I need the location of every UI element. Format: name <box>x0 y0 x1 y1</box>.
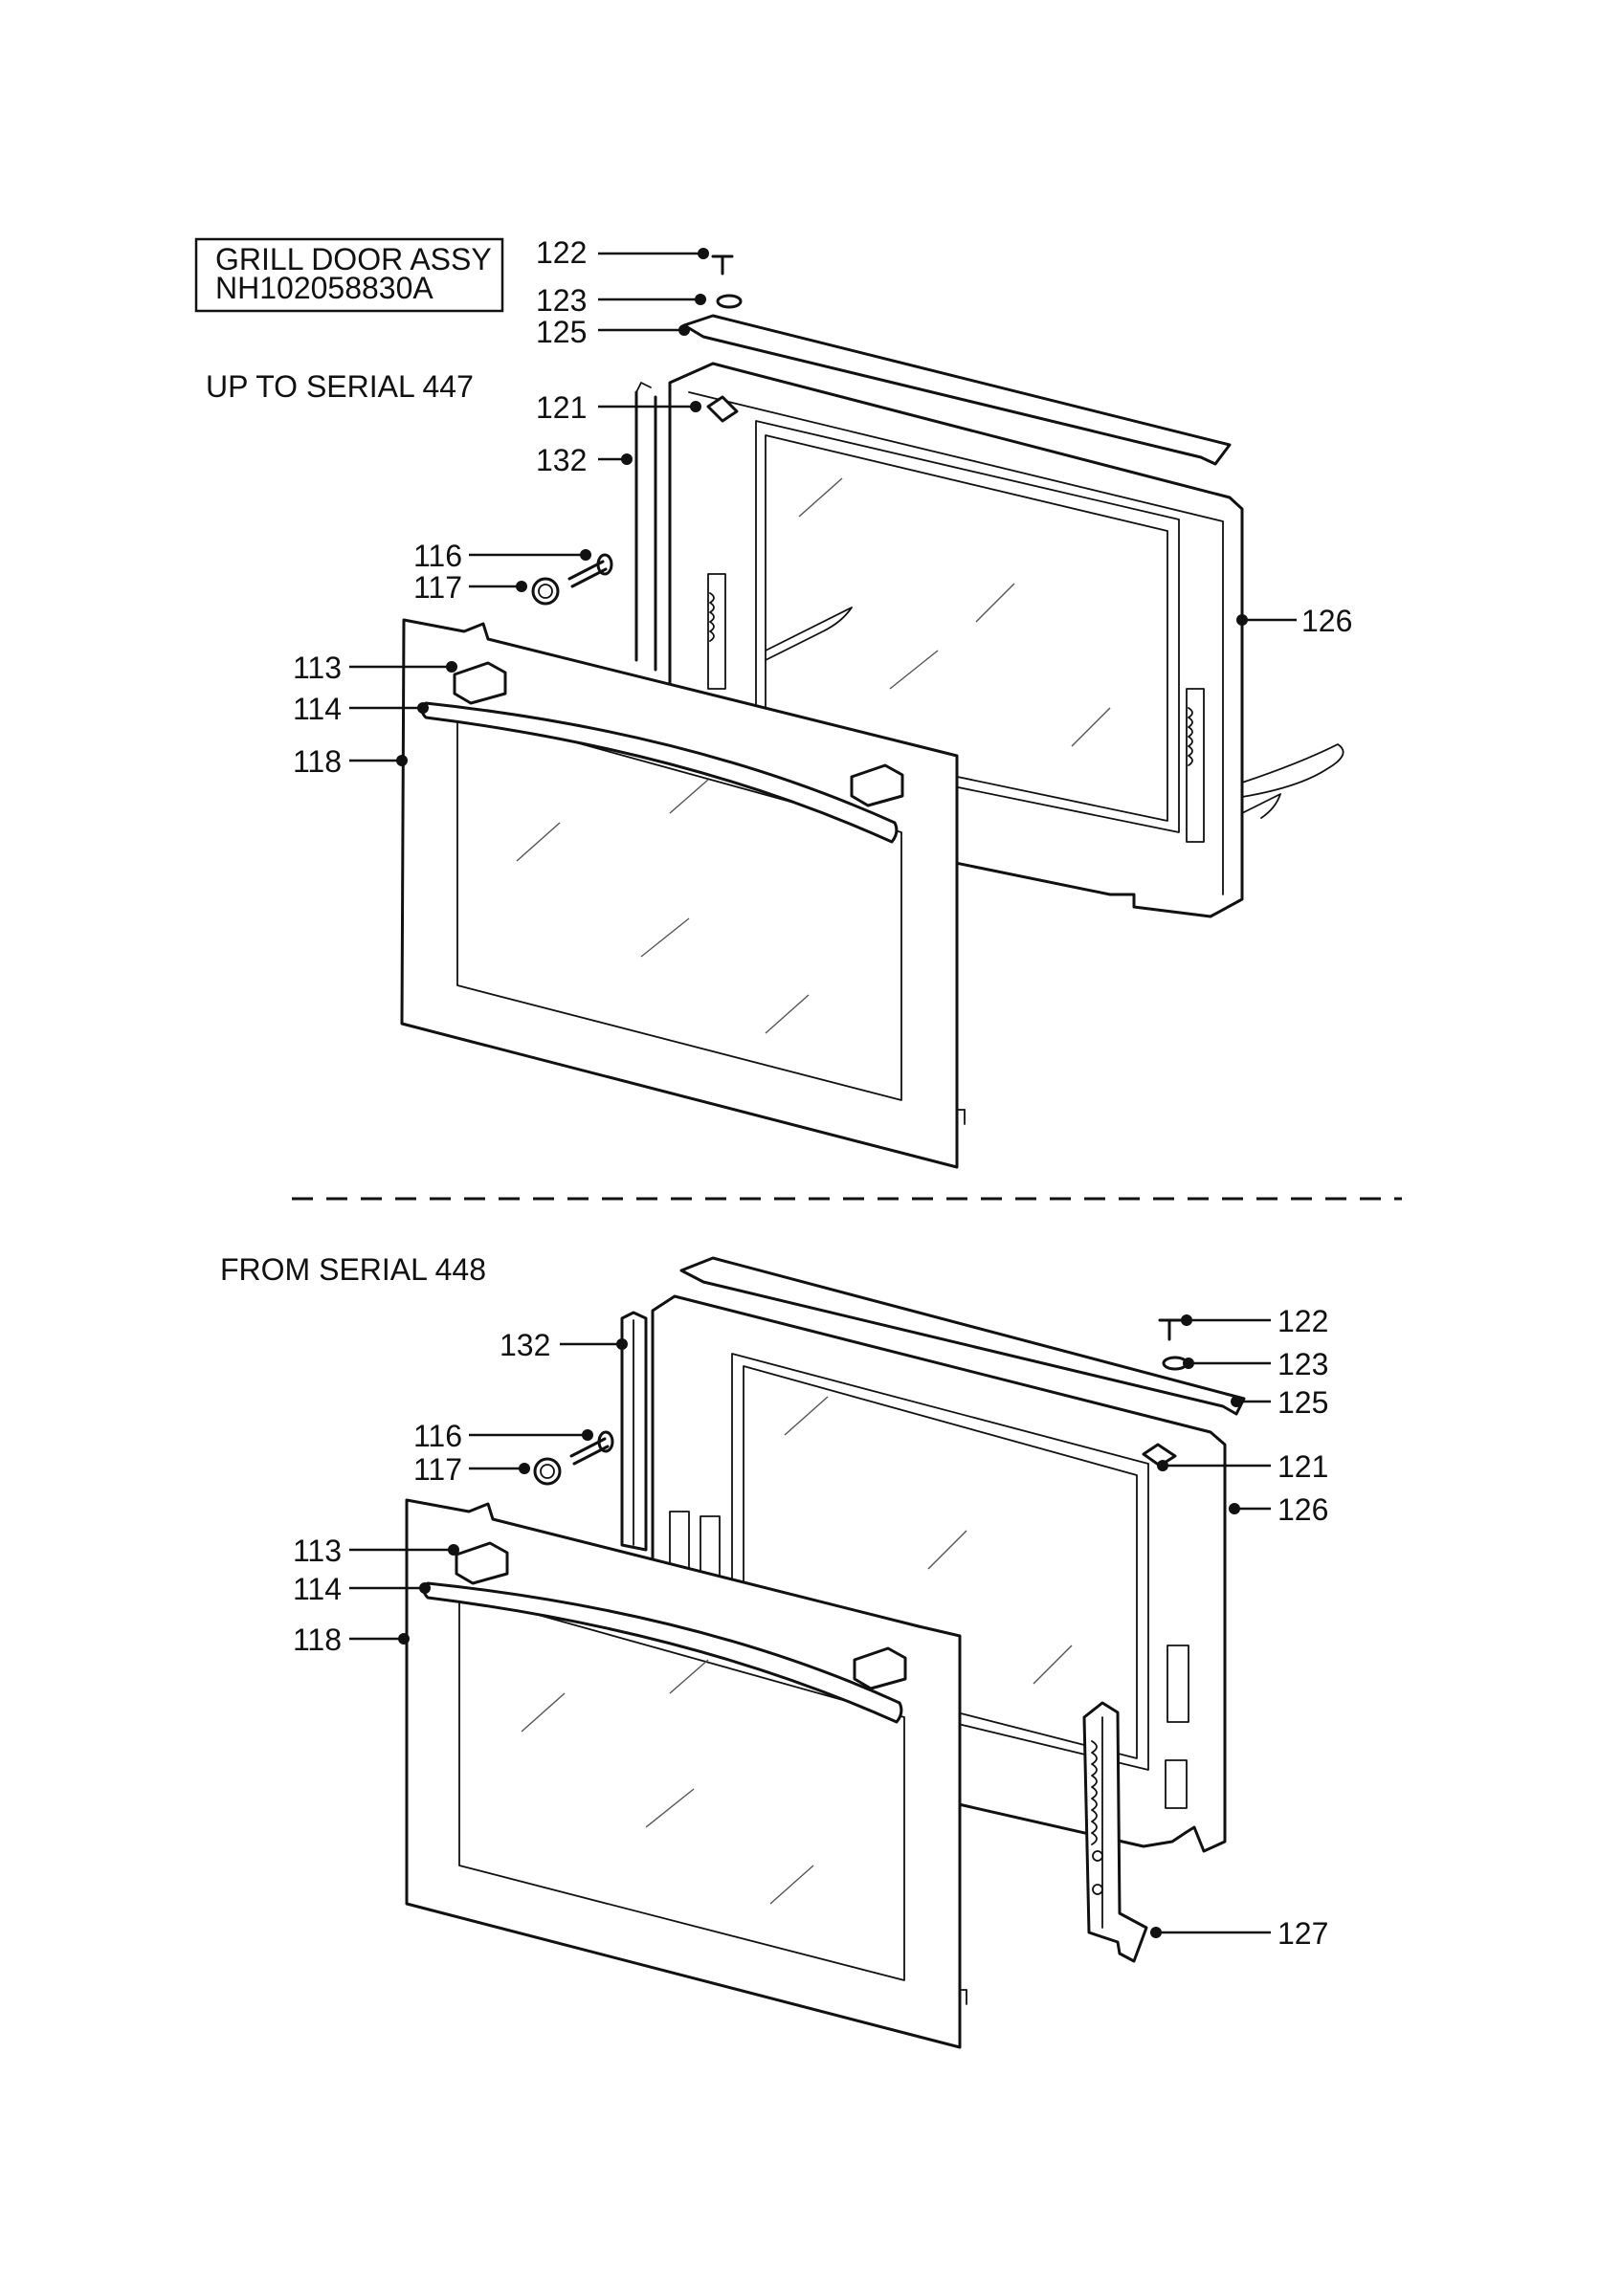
title-box: GRILL DOOR ASSY NH102058830A <box>194 237 504 313</box>
upper-gasket <box>634 382 672 676</box>
callout-u118: 118 <box>293 744 342 779</box>
upper-small-parts <box>531 254 743 606</box>
title-line-2: NH102058830A <box>215 271 433 305</box>
lower-leaders <box>349 1314 1271 1938</box>
callout-u125: 125 <box>536 315 587 349</box>
callout-l127: 127 <box>1278 1916 1328 1951</box>
callout-l118: 118 <box>293 1623 342 1657</box>
lower-hinge <box>1082 1701 1148 1963</box>
caption-lower: FROM SERIAL 448 <box>220 1252 486 1287</box>
lower-gasket <box>620 1311 648 1552</box>
callout-l123: 123 <box>1278 1347 1328 1381</box>
callout-u114: 114 <box>293 692 342 726</box>
callout-u126: 126 <box>1301 604 1352 638</box>
callout-u117: 117 <box>413 570 462 605</box>
callout-l113: 113 <box>293 1534 342 1568</box>
callout-l122: 122 <box>1278 1304 1328 1338</box>
callout-u132: 132 <box>536 443 587 477</box>
callout-l132: 132 <box>500 1328 550 1362</box>
upper-outer-door <box>400 618 966 1169</box>
callout-l125: 125 <box>1278 1385 1328 1420</box>
callout-u121: 121 <box>536 390 587 425</box>
upper-leaders <box>349 248 1297 766</box>
callout-u122: 122 <box>536 235 587 270</box>
lower-labels: 132 116 117 113 114 118 122 123 125 121 … <box>293 1304 1328 1951</box>
callout-u123: 123 <box>536 283 587 318</box>
callout-u116: 116 <box>413 539 462 573</box>
lower-outer-door <box>405 1498 967 2049</box>
callout-l114: 114 <box>293 1572 342 1606</box>
callout-u113: 113 <box>293 651 342 685</box>
caption-upper: UP TO SERIAL 447 <box>206 369 474 404</box>
upper-labels: 122 123 125 121 132 116 117 113 114 118 … <box>293 235 1352 779</box>
callout-l116: 116 <box>413 1419 462 1453</box>
callout-l117: 117 <box>413 1452 462 1487</box>
title-line-1: GRILL DOOR ASSY <box>215 242 492 276</box>
callout-l126: 126 <box>1278 1492 1328 1527</box>
lower-top-strip <box>679 1256 1246 1416</box>
callout-l121: 121 <box>1278 1449 1328 1484</box>
upper-top-strip <box>682 314 1232 466</box>
